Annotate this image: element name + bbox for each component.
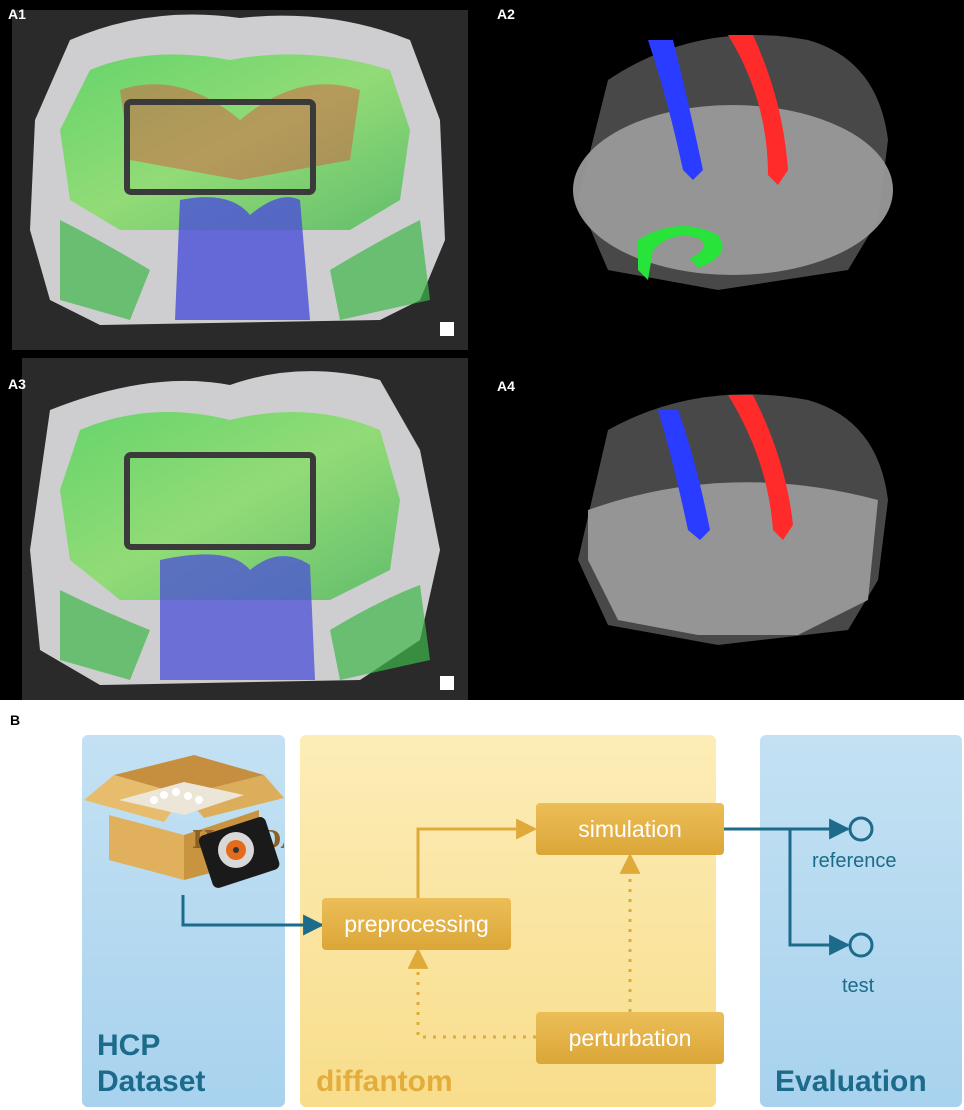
reference-node [848, 816, 874, 842]
test-node [848, 932, 874, 958]
tractography-image-a1 [0, 0, 468, 350]
brain-render-a4 [468, 350, 964, 700]
hcp-box-illustration: HCP DA [84, 755, 284, 888]
tractography-image-a3 [0, 350, 468, 700]
panel-a2-label: A2 [497, 6, 515, 22]
hcp-title-line2: Dataset [97, 1065, 206, 1098]
panel-a4-label: A4 [497, 378, 515, 394]
reference-label: reference [812, 850, 897, 872]
diffantom-title: diffantom [316, 1065, 453, 1098]
hcp-title-line1: HCP [97, 1029, 161, 1062]
panel-a2: A2 [468, 0, 964, 350]
test-label: test [842, 975, 875, 997]
preprocessing-box: preprocessing [322, 898, 511, 950]
panel-a3: A3 [0, 350, 468, 700]
perturbation-box: perturbation [536, 1012, 724, 1064]
evaluation-column [760, 735, 962, 1107]
evaluation-title: Evaluation [775, 1065, 927, 1098]
panel-a1-label: A1 [8, 6, 26, 22]
section-b-label: B [10, 712, 21, 728]
hcp-dataset-title: HCP Dataset [97, 1028, 205, 1100]
panel-a3-label: A3 [8, 376, 26, 392]
brain-render-a2 [468, 0, 964, 350]
simulation-box: simulation [536, 803, 724, 855]
panel-a1: A1 [0, 0, 468, 350]
panel-a4: A4 [468, 350, 964, 700]
